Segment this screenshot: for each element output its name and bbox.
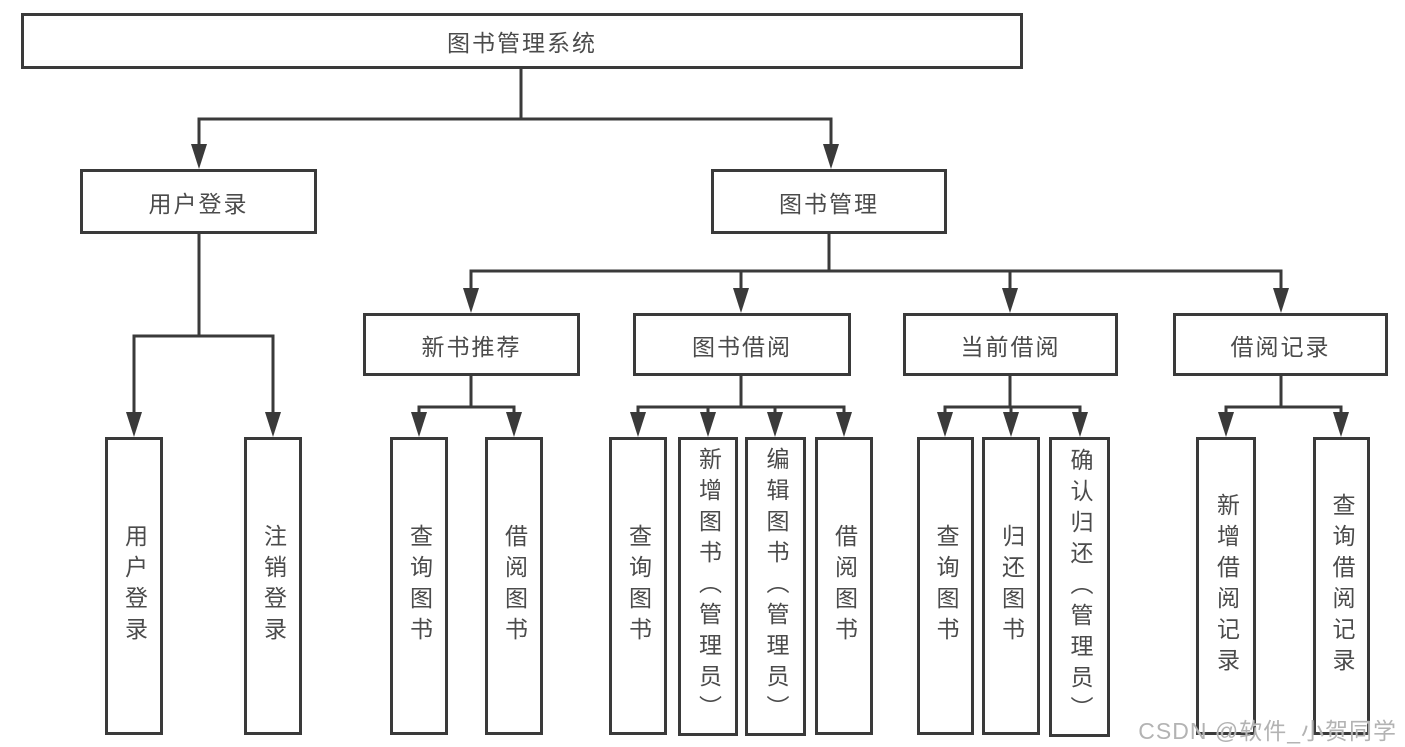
arrowhead — [126, 412, 142, 437]
arrowhead — [836, 412, 852, 437]
leaf-query-borrow-record-label: 查询借阅记录 — [1329, 493, 1355, 679]
arrowhead — [937, 412, 953, 437]
leaf-add-book-admin: 新增图书（管理员） — [678, 437, 738, 736]
leaf-confirm-return-admin: 确认归还（管理员） — [1049, 437, 1110, 737]
connector-lines — [132, 67, 1343, 417]
leaf-add-borrow-record: 新增借阅记录 — [1196, 437, 1256, 735]
arrowhead — [1218, 412, 1234, 437]
leaf-edit-book-admin: 编辑图书（管理员） — [745, 437, 806, 736]
arrowhead — [411, 412, 427, 437]
arrowhead — [1333, 412, 1349, 437]
arrowhead — [1002, 288, 1018, 313]
node-current-borrowing-label: 当前借阅 — [960, 333, 1061, 360]
leaf-borrow-books-borrowing: 借阅图书 — [815, 437, 873, 735]
node-root-system: 图书管理系统 — [21, 13, 1023, 69]
node-current-borrowing: 当前借阅 — [903, 313, 1118, 376]
arrowhead — [823, 144, 839, 169]
arrowhead — [265, 412, 281, 437]
arrowhead — [733, 288, 749, 313]
arrowhead — [767, 412, 783, 437]
arrowhead — [506, 412, 522, 437]
leaf-query-books-borrowing-label: 查询图书 — [625, 524, 652, 648]
arrowhead — [1273, 288, 1289, 313]
leaf-query-books-current-label: 查询图书 — [933, 524, 959, 648]
leaf-query-borrow-record: 查询借阅记录 — [1313, 437, 1370, 735]
leaf-logout-label: 注销登录 — [260, 524, 287, 648]
leaf-user-login-label: 用户登录 — [121, 524, 148, 648]
leaf-query-books-recommend-label: 查询图书 — [406, 524, 433, 648]
leaf-borrow-books-borrowing-label: 借阅图书 — [831, 524, 858, 648]
node-new-book-recommend-label: 新书推荐 — [421, 333, 522, 360]
node-user-login: 用户登录 — [80, 169, 317, 234]
arrowhead — [700, 412, 716, 437]
node-root-system-label: 图书管理系统 — [447, 30, 597, 56]
node-book-management-label: 图书管理 — [779, 190, 879, 217]
leaf-add-borrow-record-label: 新增借阅记录 — [1213, 493, 1240, 679]
node-borrowing-records: 借阅记录 — [1173, 313, 1388, 376]
csdn-watermark: CSDN @软件_小贺同学 — [1138, 718, 1397, 744]
node-borrowing-records-label: 借阅记录 — [1230, 333, 1331, 360]
node-user-login-label: 用户登录 — [148, 190, 249, 217]
node-book-management: 图书管理 — [711, 169, 947, 234]
leaf-query-books-borrowing: 查询图书 — [609, 437, 667, 735]
leaf-borrow-books-recommend: 借阅图书 — [485, 437, 543, 735]
leaf-logout: 注销登录 — [244, 437, 302, 735]
arrowhead — [191, 144, 207, 169]
arrowhead — [463, 288, 479, 313]
arrowhead — [1072, 412, 1088, 437]
leaf-user-login: 用户登录 — [105, 437, 163, 735]
node-book-borrowing-label: 图书借阅 — [692, 333, 792, 360]
arrowhead — [1003, 412, 1019, 437]
leaf-query-books-current: 查询图书 — [917, 437, 974, 735]
arrowheads — [126, 144, 1349, 437]
leaf-confirm-return-admin-label: 确认归还（管理员） — [1067, 447, 1093, 727]
leaf-borrow-books-recommend-label: 借阅图书 — [501, 524, 528, 648]
leaf-return-book: 归还图书 — [982, 437, 1040, 735]
leaf-add-book-admin-label: 新增图书（管理员） — [695, 447, 722, 726]
arrowhead — [630, 412, 646, 437]
leaf-edit-book-admin-label: 编辑图书（管理员） — [763, 447, 789, 726]
node-book-borrowing: 图书借阅 — [633, 313, 851, 376]
node-new-book-recommend: 新书推荐 — [363, 313, 580, 376]
leaf-query-books-recommend: 查询图书 — [390, 437, 448, 735]
leaf-return-book-label: 归还图书 — [998, 524, 1025, 648]
